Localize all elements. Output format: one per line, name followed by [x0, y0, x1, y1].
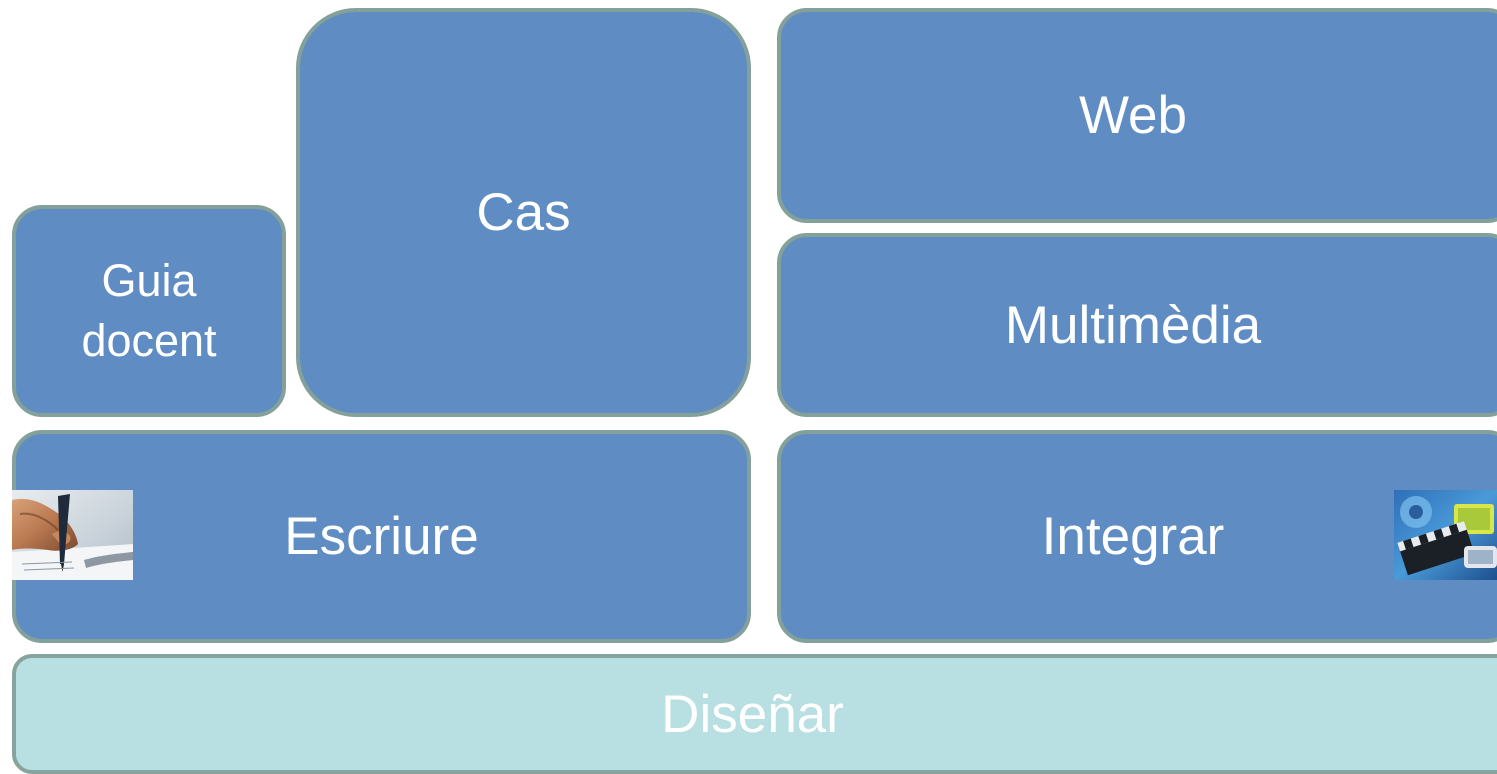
web-block: Web: [777, 8, 1497, 223]
cas-block: Cas: [296, 8, 751, 417]
cas-label: Cas: [476, 183, 571, 242]
integrar-block: Integrar: [777, 430, 1497, 643]
guia-docent-line2: docent: [81, 315, 217, 366]
disenar-label: Diseñar: [661, 684, 844, 744]
multimedia-label: Multimèdia: [1004, 295, 1262, 355]
multimedia-clapperboard-image-icon: [1394, 490, 1497, 580]
guia-docent-label: Guia docent: [49, 251, 249, 371]
escriure-block: Escriure: [12, 430, 751, 643]
guia-docent-line1: Guia: [101, 255, 197, 306]
disenar-block: Diseñar: [12, 654, 1497, 774]
hand-writing-image-icon: [12, 490, 133, 580]
guia-docent-block: Guia docent: [12, 205, 286, 417]
integrar-label: Integrar: [1041, 507, 1225, 566]
web-label: Web: [1078, 86, 1188, 145]
multimedia-block: Multimèdia: [777, 233, 1497, 417]
escriure-label: Escriure: [284, 507, 479, 566]
